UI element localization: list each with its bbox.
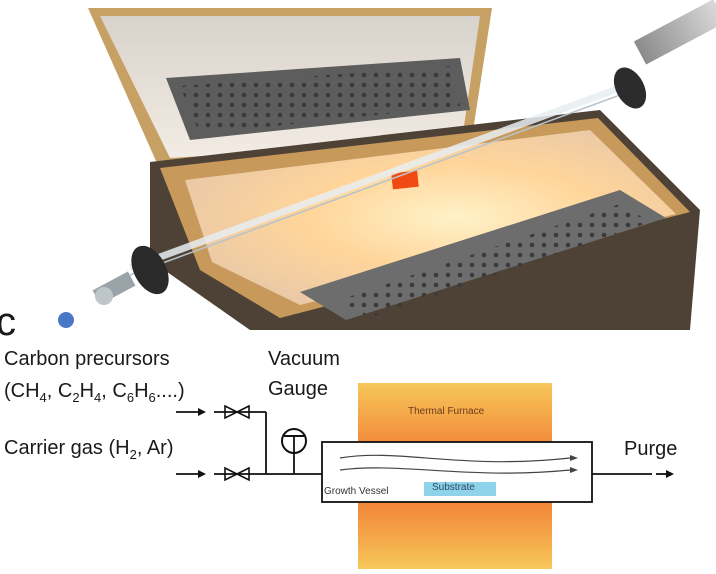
left-flange [131, 245, 169, 295]
substrate-label: Substrate [432, 482, 475, 493]
rear-perforated-holes [180, 66, 460, 134]
purge-arrowhead [666, 470, 674, 478]
schematic-diagram [176, 383, 674, 569]
precursor-valve [224, 404, 250, 420]
left-fitting-tip [58, 312, 74, 328]
gauge-label: Gauge [268, 378, 329, 400]
thermal-furnace-label: Thermal Furnace [408, 406, 485, 417]
growth-vessel-label: Growth Vessel [324, 486, 389, 497]
purge-label: Purge [624, 438, 678, 460]
quartz-tube-edge [129, 94, 621, 276]
carbon-precursors-label: Carbon precursors [4, 348, 170, 370]
heating-chamber [185, 130, 676, 305]
gas-flow-arrowhead-1 [570, 455, 578, 461]
carrier-inlet-arrowhead [198, 470, 206, 478]
panel-label: c [0, 300, 16, 344]
tube-furnace-illustration [58, 0, 716, 330]
carbon-precursors-formula: (CH4, C2H4, C6H6....) [4, 380, 185, 405]
quartz-tube [128, 84, 622, 272]
front-perforated-holes [340, 204, 650, 318]
gas-flow-arrow-1 [339, 454, 571, 463]
right-pipe [633, 0, 716, 65]
gas-flow-arrow-2 [339, 467, 571, 474]
substrate [424, 482, 496, 496]
right-flange [613, 67, 647, 109]
precursor-inlet-arrowhead [198, 408, 206, 416]
carrier-valve [224, 466, 250, 482]
gas-flow-arrowhead-2 [570, 467, 578, 473]
left-fitting-knob [95, 287, 113, 305]
vacuum-label: Vacuum [268, 348, 340, 370]
hot-substrate [391, 170, 419, 190]
carrier-gas-label: Carrier gas (H2, Ar) [4, 437, 174, 462]
